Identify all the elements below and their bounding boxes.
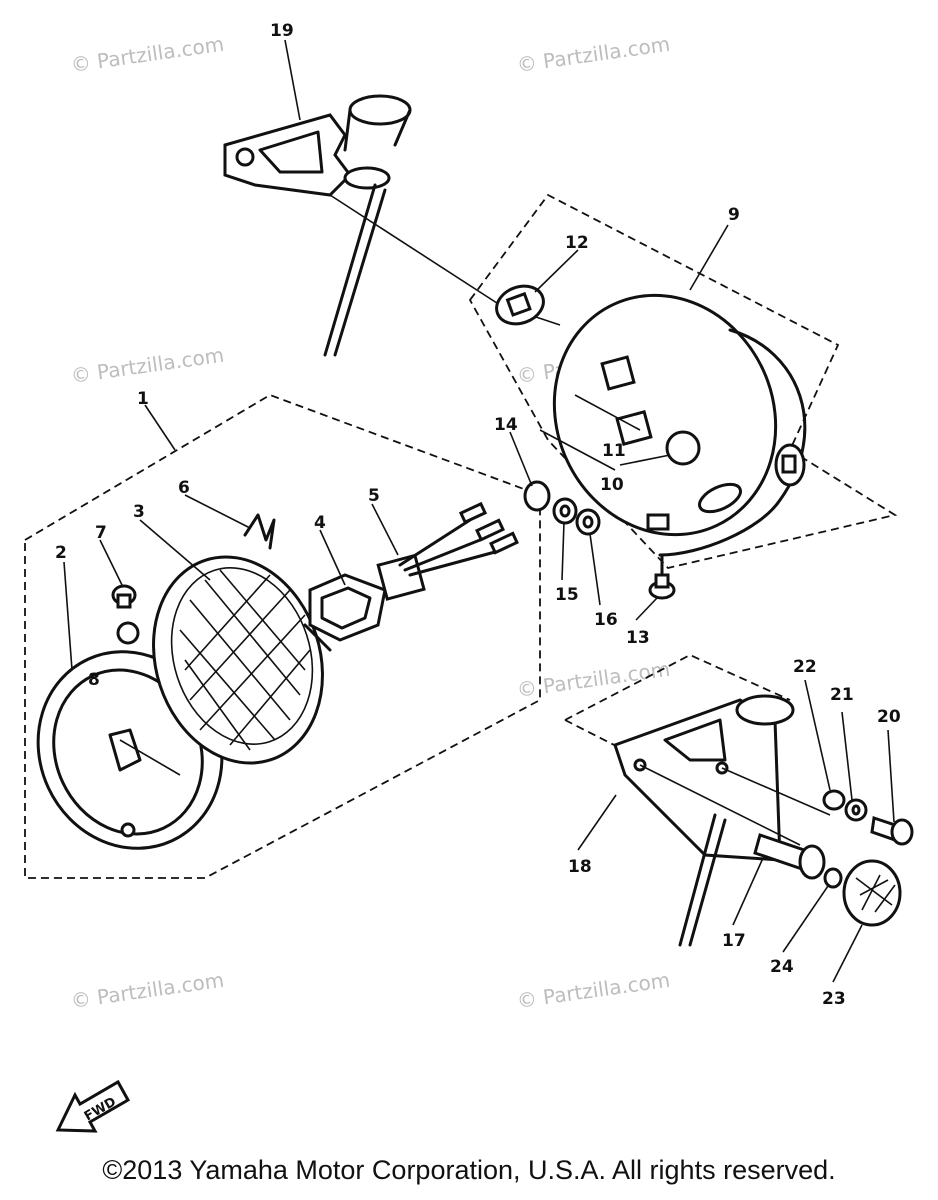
watermark: © Partzilla.com bbox=[515, 657, 671, 702]
part-label-1: 1 bbox=[137, 389, 149, 409]
part-label-18: 18 bbox=[568, 857, 592, 877]
bracket-fastener-parts bbox=[822, 789, 914, 846]
part-label-17: 17 bbox=[722, 931, 746, 951]
part-label-8: 8 bbox=[88, 670, 100, 690]
mount-bolt-part bbox=[753, 833, 826, 880]
copyright-notice: ©2013 Yamaha Motor Corporation, U.S.A. A… bbox=[102, 1155, 836, 1185]
rim-screw-part bbox=[111, 584, 137, 609]
spring-clip-part bbox=[243, 513, 276, 550]
part-label-22: 22 bbox=[793, 657, 817, 677]
watermark: © Partzilla.com bbox=[69, 32, 225, 77]
part-label-12: 12 bbox=[565, 233, 589, 253]
left-bracket-part bbox=[223, 94, 561, 357]
screw-part bbox=[648, 553, 676, 600]
watermark: © Partzilla.com bbox=[515, 968, 671, 1013]
watermark: © Partzilla.com bbox=[515, 32, 671, 77]
part-label-21: 21 bbox=[830, 685, 854, 705]
part-label-2: 2 bbox=[55, 543, 67, 563]
group-outline-right-bracket bbox=[564, 654, 791, 721]
grommet-part bbox=[495, 284, 545, 326]
part-number-labels: 19 9 12 1 14 11 10 6 5 3 4 7 2 15 16 13 … bbox=[55, 21, 901, 1009]
part-label-23: 23 bbox=[822, 989, 846, 1009]
group-outline-housing bbox=[468, 193, 898, 569]
headlight-lens-part bbox=[152, 555, 324, 765]
part-label-9: 9 bbox=[728, 205, 740, 225]
part-label-5: 5 bbox=[368, 486, 380, 506]
part-label-13: 13 bbox=[626, 628, 650, 648]
part-label-15: 15 bbox=[555, 585, 579, 605]
bulb-boot-part bbox=[303, 573, 387, 652]
part-label-16: 16 bbox=[594, 610, 618, 630]
watermark: © Partzilla.com bbox=[69, 343, 225, 388]
part-label-11: 11 bbox=[602, 441, 626, 461]
watermark: © Partzilla.com bbox=[69, 968, 225, 1013]
leader-lines bbox=[63, 39, 895, 983]
part-label-10: 10 bbox=[600, 475, 624, 495]
part-label-14: 14 bbox=[494, 415, 518, 435]
part-label-20: 20 bbox=[877, 707, 901, 727]
group-outline-right-bracket-edge bbox=[564, 719, 621, 749]
part-label-24: 24 bbox=[770, 957, 794, 977]
right-bracket-part bbox=[613, 694, 831, 947]
part-label-19: 19 bbox=[270, 21, 294, 41]
part-label-4: 4 bbox=[314, 513, 326, 533]
fwd-arrow-icon: FWD bbox=[55, 1079, 131, 1133]
nut-washer-parts bbox=[523, 480, 601, 536]
part-label-7: 7 bbox=[95, 523, 107, 543]
cap-washer-parts bbox=[823, 859, 902, 927]
part-label-6: 6 bbox=[178, 478, 190, 498]
bulb-socket-part bbox=[376, 501, 519, 601]
headlight-housing-part bbox=[539, 293, 807, 557]
part-label-3: 3 bbox=[133, 502, 145, 522]
